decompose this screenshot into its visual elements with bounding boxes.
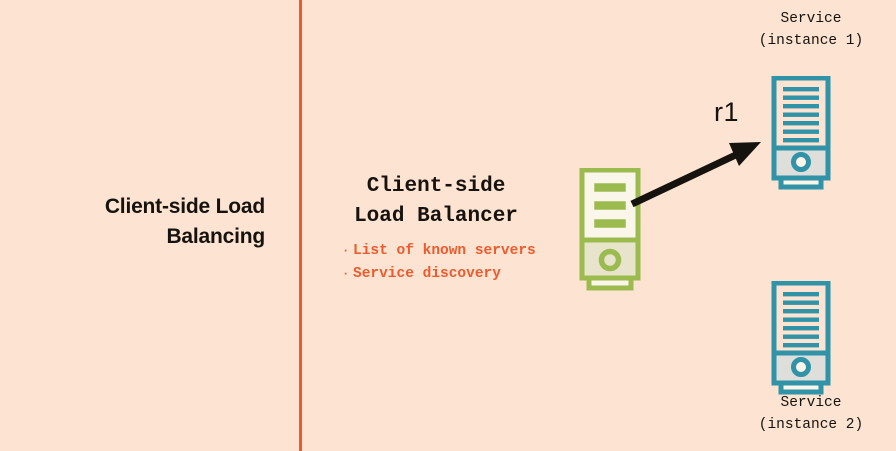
teal-server-tower-icon-1 [769,76,841,190]
service-instance-1-caption: Service (instance 1) [696,8,896,53]
page-title-line1: Client-side Load [104,195,265,218]
green-server-tower-icon [576,168,652,292]
load-balancer-heading: Client-side Load Balancer [305,172,567,233]
list-item-label: Service discovery [353,266,501,283]
list-item: · Service discovery [342,263,567,286]
bullet-dot-icon: · [342,243,350,258]
page-title: Client-side Load Balancing [10,192,265,252]
list-item: · List of known servers [342,240,567,263]
service-instance-2-caption: Service (instance 2) [696,392,896,437]
list-item-label: List of known servers [353,242,536,259]
left-title-pane: Client-side Load Balancing [0,0,285,451]
load-balancer-text-block: Client-side Load Balancer · List of know… [305,172,567,287]
page-title-line2: Balancing [166,224,265,248]
service-instance-1-label-line1: Service [780,11,842,27]
service-instance-2-label-line1: Service [780,395,842,411]
service-instance-1-label-line2: (instance 1) [758,33,864,50]
load-balancer-bullet-list: · List of known servers · Service discov… [305,240,567,287]
bullet-dot-icon: · [342,267,350,282]
arrow-label-r1: r1 [714,97,740,127]
vertical-divider [299,0,302,451]
load-balancer-heading-line2: Load Balancer [354,205,518,229]
service-instance-2-label-line2: (instance 2) [758,417,864,434]
load-balancer-heading-line1: Client-side [366,175,506,198]
teal-server-tower-icon-2 [769,281,841,395]
